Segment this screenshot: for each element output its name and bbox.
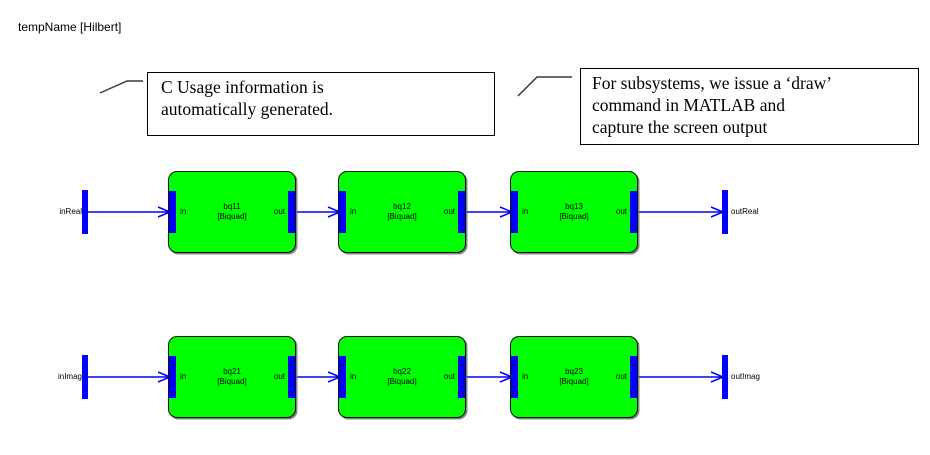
output-port-bar bbox=[630, 191, 637, 233]
callout-line: command in MATLAB and bbox=[592, 95, 785, 115]
input-port-bar bbox=[169, 356, 176, 398]
block-name: bq23 [Biquad] bbox=[511, 367, 637, 386]
output-port-label: out bbox=[443, 207, 455, 216]
input-port-bar bbox=[169, 191, 176, 233]
output-port-label: out bbox=[273, 372, 285, 381]
block-name: bq11 [Biquad] bbox=[169, 202, 295, 221]
input-port-bar bbox=[339, 191, 346, 233]
block-type-line: [Biquad] bbox=[217, 211, 247, 221]
block-type-line: [Biquad] bbox=[559, 376, 589, 386]
input-port-label: in bbox=[350, 207, 357, 216]
output-port-bar bbox=[458, 356, 465, 398]
block-name-line: bq22 bbox=[393, 367, 411, 376]
output-port-label: out bbox=[615, 372, 627, 381]
input-port-label: in bbox=[350, 372, 357, 381]
block-type-line: [Biquad] bbox=[559, 211, 589, 221]
callout-line: For subsystems, we issue a ‘draw’ bbox=[592, 73, 833, 93]
block-name-line: bq12 bbox=[393, 202, 411, 211]
input-port-bar bbox=[339, 356, 346, 398]
subsystem-block-bq23[interactable]: in bq23 [Biquad] out bbox=[510, 336, 638, 418]
block-name-line: bq11 bbox=[223, 202, 241, 211]
callout-line: automatically generated. bbox=[161, 99, 334, 119]
subsystem-block-bq13[interactable]: in bq13 [Biquad] out bbox=[510, 171, 638, 253]
output-port-label: out bbox=[615, 207, 627, 216]
input-port-label: in bbox=[180, 372, 187, 381]
callout-box-c-usage: C Usage information is automatically gen… bbox=[147, 72, 495, 136]
block-name-line: bq21 bbox=[223, 367, 241, 376]
subsystem-block-bq22[interactable]: in bq22 [Biquad] out bbox=[338, 336, 466, 418]
callout-line: C Usage information is bbox=[161, 77, 324, 97]
output-port-bar bbox=[630, 356, 637, 398]
output-port-bar bbox=[288, 356, 295, 398]
callout-leader-line bbox=[99, 80, 143, 94]
output-port-bar bbox=[458, 191, 465, 233]
block-name: bq21 [Biquad] bbox=[169, 367, 295, 386]
signal-label-outreal: outReal bbox=[731, 207, 759, 216]
callout-box-subsystems: For subsystems, we issue a ‘draw’ comman… bbox=[580, 68, 919, 145]
input-port-label: in bbox=[180, 207, 187, 216]
sink-port-bar bbox=[722, 355, 728, 399]
input-port-bar bbox=[511, 191, 518, 233]
callout-line: capture the screen output bbox=[592, 117, 768, 137]
source-port-bar bbox=[82, 355, 88, 399]
output-port-label: out bbox=[273, 207, 285, 216]
block-type-line: [Biquad] bbox=[387, 376, 417, 386]
block-type-line: [Biquad] bbox=[387, 211, 417, 221]
output-port-label: out bbox=[443, 372, 455, 381]
subsystem-block-bq12[interactable]: in bq12 [Biquad] out bbox=[338, 171, 466, 253]
subsystem-block-bq11[interactable]: in bq11 [Biquad] out bbox=[168, 171, 296, 253]
sink-port-bar bbox=[722, 190, 728, 234]
input-port-label: in bbox=[522, 372, 529, 381]
model-title: tempName [Hilbert] bbox=[18, 20, 122, 34]
block-type-line: [Biquad] bbox=[217, 376, 247, 386]
block-name: bq13 [Biquad] bbox=[511, 202, 637, 221]
signal-label-inimag: inImag bbox=[57, 372, 82, 381]
input-port-label: in bbox=[522, 207, 529, 216]
subsystem-block-bq21[interactable]: in bq21 [Biquad] out bbox=[168, 336, 296, 418]
callout-leader-line bbox=[517, 76, 572, 97]
block-name-line: bq23 bbox=[565, 367, 583, 376]
input-port-bar bbox=[511, 356, 518, 398]
block-name: bq12 [Biquad] bbox=[339, 202, 465, 221]
block-name-line: bq13 bbox=[565, 202, 583, 211]
source-port-bar bbox=[82, 190, 88, 234]
block-name: bq22 [Biquad] bbox=[339, 367, 465, 386]
signal-label-inreal: inReal bbox=[59, 207, 82, 216]
output-port-bar bbox=[288, 191, 295, 233]
signal-label-outimag: outImag bbox=[731, 372, 760, 381]
